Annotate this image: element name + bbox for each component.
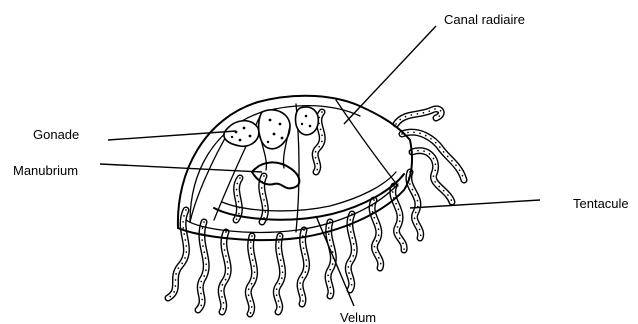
- radial-canal: [336, 100, 398, 186]
- leader-gonade: [108, 131, 236, 140]
- tentacle: [396, 109, 441, 124]
- tentacle: [221, 232, 228, 312]
- label-manubrium: Manubrium: [13, 163, 78, 178]
- label-canal-radiaire: Canal radiaire: [444, 12, 525, 27]
- label-gonade: Gonade: [33, 127, 79, 142]
- gonad: [259, 110, 290, 149]
- leader-canal-radiaire: [344, 26, 436, 124]
- gonads: [224, 107, 318, 149]
- label-velum: Velum: [340, 310, 376, 324]
- tentacle: [276, 236, 282, 312]
- gonad: [296, 107, 319, 135]
- tentacle: [409, 172, 421, 238]
- gonad: [224, 121, 259, 147]
- label-tentacule: Tentacule: [573, 196, 629, 211]
- tentacle: [236, 178, 240, 220]
- tentacles: [168, 109, 464, 314]
- tentacle: [300, 230, 307, 304]
- ring-canal: [186, 184, 398, 232]
- leader-tentacule: [410, 200, 540, 208]
- tentacle: [248, 236, 254, 314]
- tentacle: [328, 222, 333, 296]
